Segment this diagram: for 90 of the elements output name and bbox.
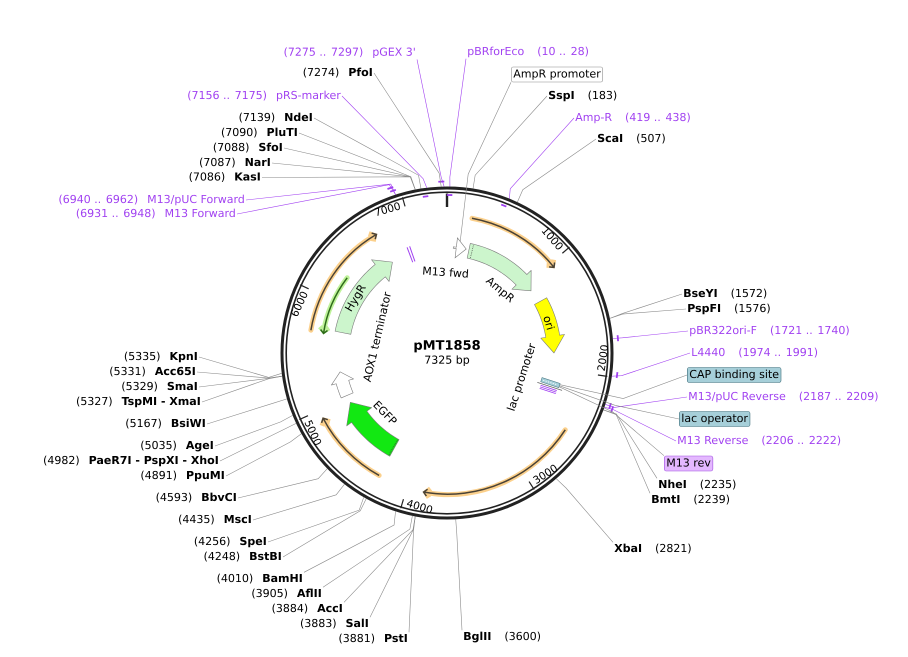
site-label: (3905) AflII xyxy=(252,588,321,598)
leader-line xyxy=(603,410,650,494)
leader-line xyxy=(322,516,413,588)
leader-line xyxy=(559,386,680,420)
leader-line xyxy=(604,406,676,442)
site-label: ScaI (507) xyxy=(598,134,665,144)
site-label: (5329) SmaI xyxy=(122,382,197,392)
leader-line xyxy=(268,496,364,542)
ori-block: ori xyxy=(534,297,565,354)
leader-line xyxy=(284,148,416,190)
site-label: (4248) BstBI xyxy=(204,552,281,562)
leader-line xyxy=(342,96,428,188)
leader-line xyxy=(314,118,422,189)
leader-line xyxy=(610,308,686,319)
site-label: (5167) BsiWI xyxy=(126,418,205,428)
leader-line xyxy=(282,498,367,558)
leader-line xyxy=(304,511,396,573)
site-label: (4593) BbvCI xyxy=(156,492,236,502)
leader-line xyxy=(560,374,688,399)
leader-line xyxy=(460,82,512,242)
leader-line xyxy=(517,138,596,202)
scale-label: 6000 xyxy=(291,292,308,316)
primer-label: Amp-R (419 .. 438) xyxy=(575,112,690,124)
site-label: (5035) AgeI xyxy=(141,440,213,452)
site-label: (7086) KasI xyxy=(190,172,260,182)
site-label: (4891) PpuMI xyxy=(141,470,224,482)
leader-line xyxy=(214,415,293,446)
site-label: BseYI (1572) xyxy=(684,288,766,298)
site-label: SspI (183) xyxy=(549,90,616,102)
leader-line xyxy=(246,184,396,200)
site-label: (5327) TspMI - XmaI xyxy=(76,396,200,408)
primer-label: (6940 .. 6962) M13/pUC Forward xyxy=(59,194,244,206)
leader-line xyxy=(612,352,690,376)
leader-line xyxy=(605,396,688,408)
site-label: BglII (3600) xyxy=(464,632,540,642)
scale-label: 2000 xyxy=(597,345,608,371)
site-label: (3883) SalI xyxy=(300,618,368,628)
leader-line xyxy=(238,468,328,498)
leader-line xyxy=(206,398,288,424)
leader-line xyxy=(450,58,466,187)
feature-tag: lac operator xyxy=(679,411,750,427)
leader-line xyxy=(196,372,282,378)
site-label: PspFI (1576) xyxy=(688,304,770,314)
leader-line xyxy=(416,59,444,187)
leader-line xyxy=(236,184,396,214)
primer-label: (7275 .. 7297) pGEX 3' xyxy=(284,47,415,58)
site-label: (7274) PfoI xyxy=(304,68,372,78)
site-label: (4435) MscI xyxy=(179,514,251,524)
leader-line xyxy=(298,132,416,190)
site-label: XbaI (2821) xyxy=(614,544,691,554)
site-label: (4256) SpeI xyxy=(194,536,266,548)
site-label: (7139) NdeI xyxy=(240,112,312,122)
leader-line xyxy=(509,118,574,199)
primer-label: pBR322ori-F (1721 .. 1740) xyxy=(690,326,849,336)
primer-label: L4440 (1974 .. 1991) xyxy=(692,348,818,358)
leader-line xyxy=(559,386,664,456)
feature-tag: AmpR promoter xyxy=(511,66,603,82)
primer-label: (7156 .. 7175) pRS-marker xyxy=(188,90,341,102)
site-label: (7087) NarI xyxy=(200,158,270,168)
primer-label: M13/pUC Reverse (2187 .. 2209) xyxy=(689,392,878,402)
site-label: (5335) KpnI xyxy=(124,352,197,362)
leader-line xyxy=(226,433,302,476)
leader-line xyxy=(252,484,345,520)
leader-line xyxy=(556,478,614,543)
site-label: NheI (2235) xyxy=(659,480,736,490)
leader-line xyxy=(472,96,548,189)
scale-label: 4000 xyxy=(406,500,432,514)
scale-label: 7000 xyxy=(374,202,400,216)
feature-tag: CAP binding site xyxy=(687,367,782,383)
site-label: (4010) BamHI xyxy=(218,574,302,584)
primer-label: (6931 .. 6948) M13 Forward xyxy=(76,208,235,218)
leader-line xyxy=(198,356,282,378)
site-label: BmtI (2239) xyxy=(652,494,730,504)
leader-line xyxy=(612,330,688,339)
feature-tag: M13 rev xyxy=(664,456,714,472)
leader-line xyxy=(408,516,416,633)
leader-line xyxy=(374,72,442,187)
primer-label: M13 Reverse (2206 .. 2222) xyxy=(678,436,840,446)
leader-line xyxy=(220,423,296,462)
site-label: (7090) PluTI xyxy=(222,128,297,138)
scale-label: 5000 xyxy=(304,420,322,445)
leader-line xyxy=(455,518,462,631)
site-label: (3884) AccI xyxy=(272,604,342,614)
feature-label: M13 fwd xyxy=(423,266,468,278)
site-label: (5331) Acc65I xyxy=(110,366,195,376)
site-label: (4982) PaeR7I - PspXI - XhoI xyxy=(44,456,218,466)
site-label: (3881) PstI xyxy=(339,634,407,644)
primer-label: pBRforEco (10 .. 28) xyxy=(468,46,588,58)
site-label: (7088) SfoI xyxy=(214,142,282,152)
leader-line xyxy=(344,516,416,603)
